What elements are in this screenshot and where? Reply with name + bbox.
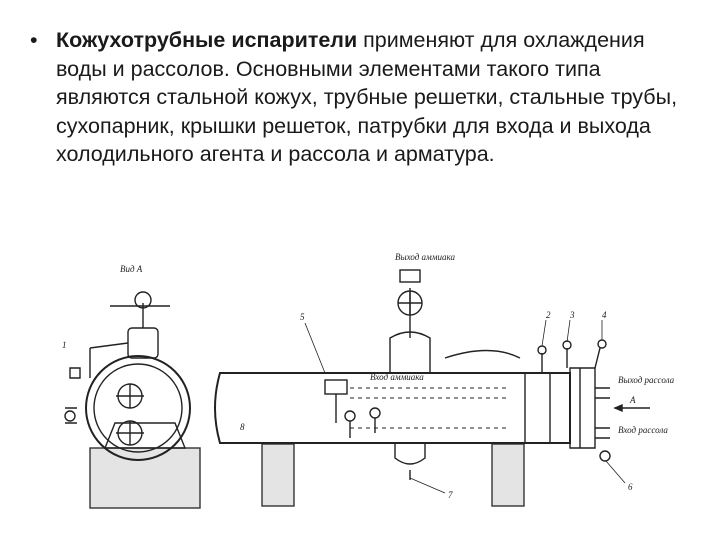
label-view-a: Вид А	[120, 264, 143, 274]
paragraph-text: применяют для охлаждения воды и рассолов…	[56, 28, 678, 166]
bullet-text: • Кожухотрубные испарители применяют для…	[30, 26, 700, 240]
side-view	[214, 269, 650, 507]
callout-5: 5	[300, 312, 305, 322]
label-arrow-a: А	[629, 395, 636, 405]
callout-4: 4	[602, 310, 607, 320]
label-outlet-brine: Выход рассола	[618, 375, 675, 385]
evaporator-diagram: Вид А Выход аммиака Вход аммиака Выход р…	[62, 252, 675, 509]
callout-6: 6	[628, 482, 633, 492]
callout-7: 7	[448, 490, 453, 500]
label-inlet-mid: Вход аммиака	[370, 372, 424, 382]
bold-term: Кожухотрубные испарители	[56, 28, 358, 52]
paragraph: Кожухотрубные испарители применяют для о…	[56, 26, 700, 169]
label-outlet-top: Выход аммиака	[395, 252, 456, 262]
callout-8: 8	[240, 422, 245, 432]
callout-3: 3	[569, 310, 575, 320]
evaporator-drawing: Вид А Выход аммиака Вход аммиака Выход р…	[50, 248, 690, 538]
callout-2: 2	[546, 310, 551, 320]
bullet-marker: •	[30, 28, 38, 52]
label-inlet-brine: Вход рассола	[618, 425, 668, 435]
callout-1: 1	[62, 340, 67, 350]
end-view	[64, 291, 201, 509]
